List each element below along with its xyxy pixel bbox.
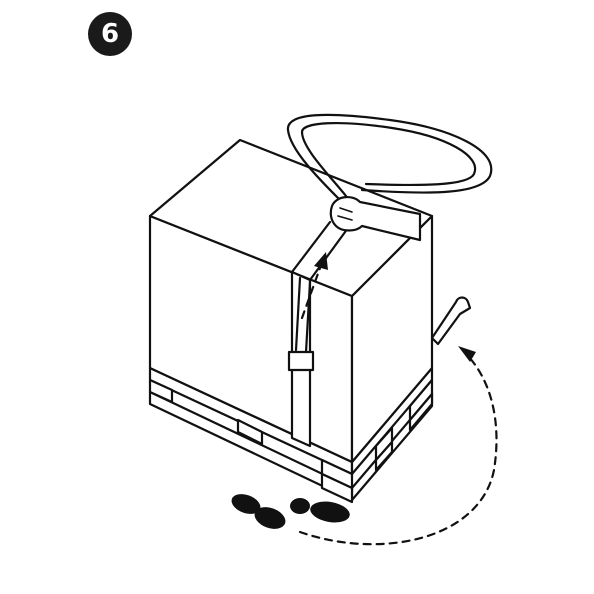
pallet-icon xyxy=(148,366,434,504)
hand-icon xyxy=(329,196,422,242)
curved-arrow-icon xyxy=(298,346,498,546)
footprints-icon xyxy=(231,494,350,529)
footprint-left-icon xyxy=(231,494,286,529)
tool-handle-icon xyxy=(430,296,472,346)
step-number-badge: 6 xyxy=(88,12,132,56)
step-number: 6 xyxy=(100,19,120,49)
strap-icon xyxy=(286,113,493,448)
footprint-right-icon xyxy=(290,498,350,523)
